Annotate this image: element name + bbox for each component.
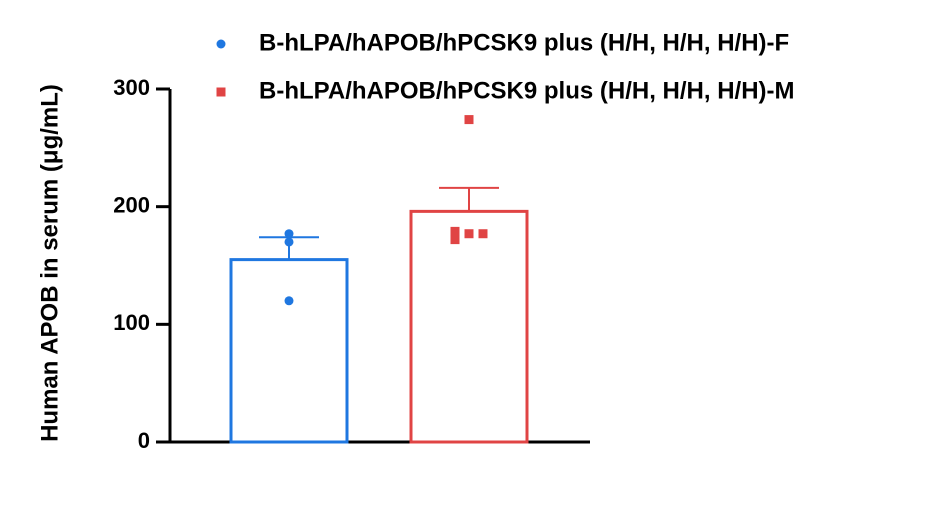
data-point xyxy=(284,296,294,306)
data-point xyxy=(284,229,294,239)
bar xyxy=(229,258,349,444)
data-point xyxy=(450,235,460,245)
data-point xyxy=(478,229,488,239)
data-points xyxy=(284,115,488,306)
bar xyxy=(409,209,529,444)
y-tick-label: 300 xyxy=(113,75,150,100)
bars xyxy=(229,186,529,444)
y-axis-title: Human APOB in serum (μg/mL) xyxy=(36,84,63,442)
data-point xyxy=(284,237,294,247)
legend-marker xyxy=(216,39,226,49)
y-tick-label: 0 xyxy=(138,428,150,453)
data-point xyxy=(450,226,460,236)
legend-label: B-hLPA/hAPOB/hPCSK9 plus (H/H, H/H, H/H)… xyxy=(259,29,789,56)
data-point xyxy=(464,115,474,125)
legend-label: B-hLPA/hAPOB/hPCSK9 plus (H/H, H/H, H/H)… xyxy=(259,77,795,104)
y-tick-label: 200 xyxy=(113,192,150,217)
legend-marker xyxy=(216,87,226,97)
legend: B-hLPA/hAPOB/hPCSK9 plus (H/H, H/H, H/H)… xyxy=(216,29,795,104)
y-tick-label: 100 xyxy=(113,310,150,335)
axes: 0 100 200 300 xyxy=(113,75,590,453)
data-point xyxy=(464,229,474,239)
